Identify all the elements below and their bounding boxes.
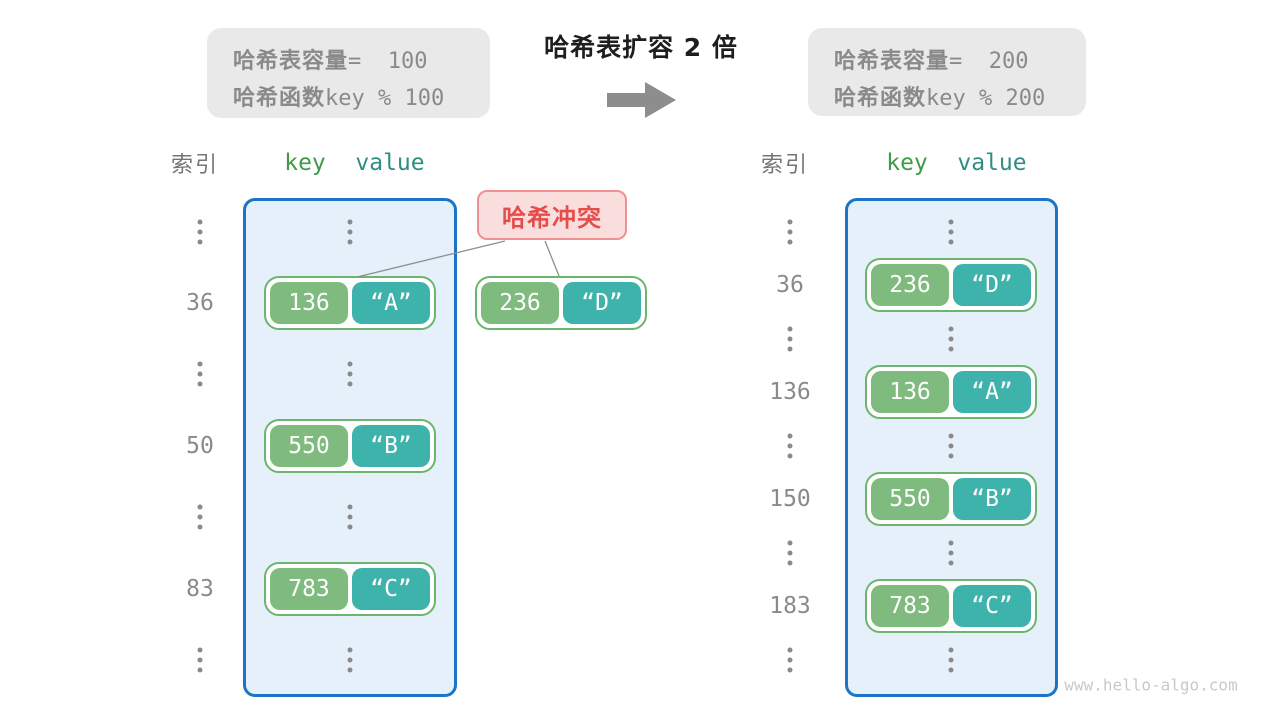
hash-function-line: 哈希函数key % 100 bbox=[233, 80, 490, 117]
expand-arrow-icon bbox=[607, 81, 677, 123]
capacity-info-before: 哈希表容量= 100 哈希函数key % 100 bbox=[207, 28, 490, 118]
capacity-value: = 200 bbox=[949, 49, 1029, 74]
ellipsis-icon bbox=[347, 361, 353, 387]
left-key-header: key bbox=[284, 150, 326, 176]
right-index-36: 36 bbox=[776, 272, 804, 298]
key-cell: 136 bbox=[270, 282, 348, 324]
pair-136-A: 136 “A” bbox=[264, 276, 436, 330]
ellipsis-icon bbox=[787, 433, 793, 459]
value-cell: “C” bbox=[953, 585, 1031, 627]
ellipsis-icon bbox=[948, 219, 954, 245]
watermark: www.hello-algo.com bbox=[1064, 675, 1238, 695]
pair-236-D: 236 “D” bbox=[865, 258, 1037, 312]
value-cell: “B” bbox=[352, 425, 430, 467]
key-cell: 783 bbox=[871, 585, 949, 627]
capacity-info-after: 哈希表容量= 200 哈希函数key % 200 bbox=[808, 28, 1086, 116]
left-value-header: value bbox=[355, 150, 425, 176]
ellipsis-icon bbox=[787, 647, 793, 673]
value-cell: “C” bbox=[352, 568, 430, 610]
capacity-value: = 100 bbox=[348, 49, 428, 74]
ellipsis-icon bbox=[787, 326, 793, 352]
hash-function-label: 哈希函数 bbox=[233, 86, 326, 111]
ellipsis-icon bbox=[948, 540, 954, 566]
right-index-136: 136 bbox=[769, 379, 811, 405]
value-cell: “D” bbox=[953, 264, 1031, 306]
key-cell: 550 bbox=[270, 425, 348, 467]
ellipsis-icon bbox=[948, 433, 954, 459]
ellipsis-icon bbox=[347, 647, 353, 673]
ellipsis-icon bbox=[197, 219, 203, 245]
left-index-83: 83 bbox=[186, 576, 214, 602]
pair-783-C: 783 “C” bbox=[865, 579, 1037, 633]
ellipsis-icon bbox=[787, 540, 793, 566]
key-cell: 136 bbox=[871, 371, 949, 413]
ellipsis-icon bbox=[197, 647, 203, 673]
key-cell: 550 bbox=[871, 478, 949, 520]
ellipsis-icon bbox=[948, 647, 954, 673]
pair-783-C: 783 “C” bbox=[264, 562, 436, 616]
pair-550-B: 550 “B” bbox=[264, 419, 436, 473]
key-cell: 236 bbox=[481, 282, 559, 324]
pair-550-B: 550 “B” bbox=[865, 472, 1037, 526]
hash-function-value: key % 100 bbox=[325, 86, 445, 111]
left-index-50: 50 bbox=[186, 433, 214, 459]
ellipsis-icon bbox=[197, 361, 203, 387]
ellipsis-icon bbox=[787, 219, 793, 245]
value-cell: “A” bbox=[953, 371, 1031, 413]
pair-236-D-floating: 236 “D” bbox=[475, 276, 647, 330]
ellipsis-icon bbox=[197, 504, 203, 530]
key-cell: 783 bbox=[270, 568, 348, 610]
hash-collision-label: 哈希冲突 bbox=[477, 190, 627, 240]
value-cell: “A” bbox=[352, 282, 430, 324]
ellipsis-icon bbox=[948, 326, 954, 352]
right-index-header: 索引 bbox=[760, 153, 810, 178]
hash-function-value: key % 200 bbox=[926, 86, 1046, 111]
ellipsis-icon bbox=[347, 504, 353, 530]
left-index-36: 36 bbox=[186, 290, 214, 316]
pair-136-A: 136 “A” bbox=[865, 365, 1037, 419]
left-index-header: 索引 bbox=[170, 153, 220, 178]
hash-function-label: 哈希函数 bbox=[834, 86, 927, 111]
right-value-header: value bbox=[957, 150, 1027, 176]
diagram-title: 哈希表扩容 2 倍 bbox=[544, 33, 738, 62]
right-index-150: 150 bbox=[769, 486, 811, 512]
capacity-label: 哈希表容量 bbox=[233, 49, 349, 74]
capacity-line: 哈希表容量= 100 bbox=[233, 43, 490, 80]
right-index-183: 183 bbox=[769, 593, 811, 619]
ellipsis-icon bbox=[347, 219, 353, 245]
capacity-label: 哈希表容量 bbox=[834, 49, 950, 74]
value-cell: “B” bbox=[953, 478, 1031, 520]
right-key-header: key bbox=[886, 150, 928, 176]
capacity-line: 哈希表容量= 200 bbox=[834, 43, 1086, 80]
key-cell: 236 bbox=[871, 264, 949, 306]
hash-function-line: 哈希函数key % 200 bbox=[834, 80, 1086, 117]
value-cell: “D” bbox=[563, 282, 641, 324]
